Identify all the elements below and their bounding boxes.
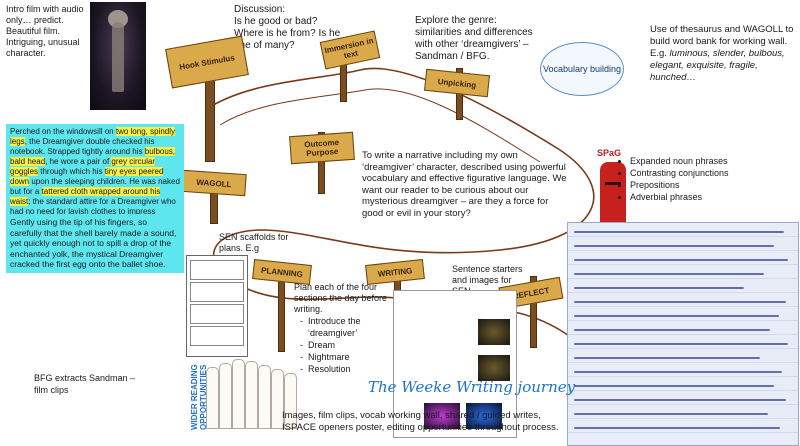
plan-cell — [190, 304, 244, 324]
footer-text: Images, film clips, vocab working wall, … — [282, 410, 559, 433]
wagoll-text: , he wore a pair of — [45, 157, 112, 166]
script-line — [574, 329, 770, 331]
cloud-label: Vocabulary building — [542, 64, 622, 74]
fence-paling — [245, 361, 258, 429]
wagoll-text: , the Dreamgiver double checked his note… — [10, 137, 155, 156]
script-line — [574, 231, 784, 233]
wagoll-example-1: Perched on the windowsill on two long, s… — [6, 124, 184, 230]
wagoll-text: Perched on the windowsill on — [10, 127, 116, 136]
sign-label: Unpicking — [437, 76, 477, 90]
planning-intro: Plan each of the four sections the day b… — [294, 282, 388, 314]
dreamgiver-figure — [112, 22, 124, 92]
spag-item: Expanded noun phrases — [630, 155, 790, 167]
sign-label: Hook Stimulus — [178, 52, 236, 72]
reflect-post — [530, 276, 537, 348]
fence-paling — [258, 365, 271, 429]
spag-item: Prepositions — [630, 179, 790, 191]
path-edge — [219, 88, 541, 163]
script-line — [574, 273, 764, 275]
script-line — [574, 343, 788, 345]
sign-label: Outcome Purpose — [304, 137, 340, 159]
spag-item: Adverbial phrases — [630, 191, 790, 203]
planning-item: Introduce the ‘dreamgiver’ — [308, 315, 390, 339]
sentence-starter-sheet — [393, 290, 517, 438]
sign-label: PLANNING — [260, 265, 304, 279]
bfg-extracts-note: BFG extracts Sandman – film clips — [34, 373, 136, 395]
script-line — [574, 357, 760, 359]
genre-line: Sandman / BFG. — [415, 51, 490, 62]
wider-reading-fence — [186, 353, 304, 429]
vocabulary-cloud: Vocabulary building — [540, 42, 624, 96]
planning-item: Dream — [308, 339, 390, 351]
outcome-text: To write a narrative including my own ‘d… — [362, 150, 567, 219]
planning-block: Plan each of the four sections the day b… — [294, 282, 390, 375]
script-line — [574, 399, 786, 401]
planning-item: Resolution — [308, 363, 390, 375]
script-line — [574, 427, 780, 429]
thesaurus-text: Use of thesaurus and WAGOLL to build wor… — [650, 24, 794, 59]
intro-note: Intro film with audio only… predict. Bea… — [6, 4, 84, 58]
discussion-line: Is he good or bad? — [234, 16, 318, 27]
plan-scaffold-sheet — [186, 255, 248, 357]
plan-cell — [190, 326, 244, 346]
sign-label: Immersion in text — [323, 36, 375, 61]
starter-image — [478, 355, 510, 381]
discussion-block: Discussion: Is he good or bad? Where is … — [234, 4, 364, 52]
starter-image — [424, 403, 460, 429]
outcome-post — [318, 132, 325, 194]
wagoll-text: upon the sleeping children. He was naked… — [10, 177, 180, 196]
spag-item: Contrasting conjunctions — [630, 167, 790, 179]
fence-paling — [219, 363, 232, 429]
planning-item: Nightmare — [308, 351, 390, 363]
script-line — [574, 371, 782, 373]
thesaurus-note: Use of thesaurus and WAGOLL to build wor… — [650, 24, 796, 84]
postbox-slot — [605, 182, 621, 185]
fence-paling — [271, 369, 284, 429]
sign-label: WRITING — [377, 265, 413, 279]
script-line — [574, 315, 779, 317]
sign-wagoll: WAGOLL — [181, 169, 247, 197]
spag-label: SPaG — [597, 148, 622, 158]
discussion-line: Discussion: — [234, 4, 286, 15]
film-still-image — [90, 2, 146, 110]
sign-label: WAGOLL — [196, 177, 232, 189]
thesaurus-examples: luminous, slender, bulbous, elegant, exq… — [650, 48, 785, 83]
sen-scaffolds-note: SEN scaffolds for plans. E.g — [219, 232, 289, 253]
wider-reading-label: WIDER READING OPPORTUNITIES — [190, 364, 208, 430]
sign-outcome-purpose: Outcome Purpose — [289, 131, 355, 165]
genre-block: Explore the genre: similarities and diff… — [415, 15, 543, 63]
plan-cell — [190, 282, 244, 302]
starter-image — [466, 403, 502, 429]
script-line — [574, 301, 786, 303]
script-line — [574, 287, 744, 289]
script-line — [574, 245, 774, 247]
fence-paling — [206, 367, 219, 429]
fence-paling — [232, 359, 245, 429]
journey-title: The Weeke Writing journey — [368, 378, 576, 396]
starter-image — [478, 319, 510, 345]
genre-line: with other ‘dreamgivers’ – — [415, 39, 529, 50]
handwriting-sample — [567, 222, 799, 446]
wagoll-example-2: Gently using the tip of his fingers, so … — [6, 214, 184, 273]
discussion-line: one of many? — [234, 40, 295, 51]
script-line — [574, 259, 788, 261]
genre-line: Explore the genre: — [415, 15, 497, 26]
spag-list: Expanded noun phrases Contrasting conjun… — [620, 155, 790, 203]
wagoll-text: through which his — [38, 167, 105, 176]
script-line — [574, 385, 774, 387]
discussion-line: Where is he from? Is he — [234, 28, 341, 39]
fence-paling — [284, 373, 297, 429]
plan-cell — [190, 260, 244, 280]
genre-line: similarities and differences — [415, 27, 533, 38]
script-line — [574, 413, 768, 415]
